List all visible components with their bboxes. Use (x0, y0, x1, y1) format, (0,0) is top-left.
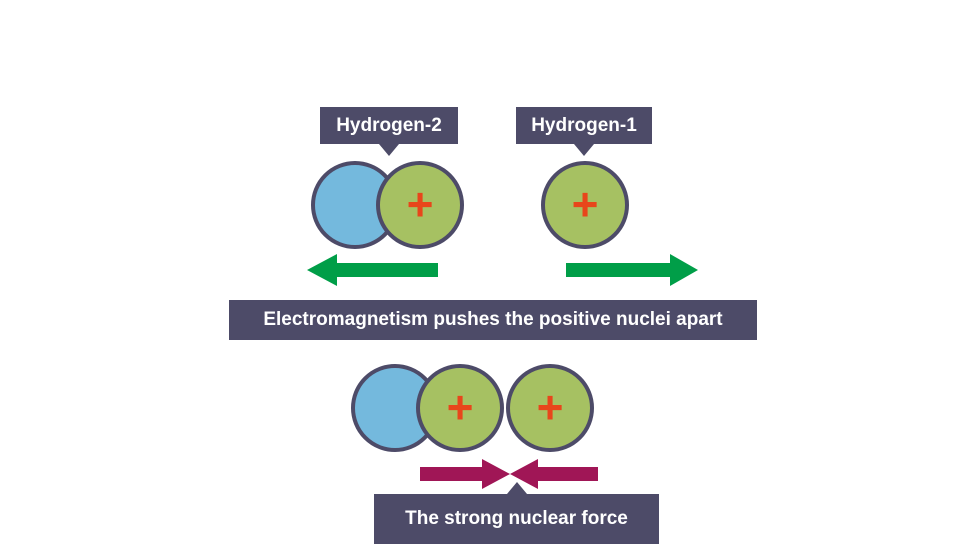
right-arrow (566, 254, 698, 286)
electromagnetism-caption: Electromagnetism pushes the positive nuc… (229, 300, 757, 340)
label-pointer (379, 144, 399, 156)
hydrogen-1-text: Hydrogen-1 (531, 114, 637, 136)
proton (376, 161, 464, 249)
inward-arrow-left (420, 459, 510, 489)
hydrogen-1-label: Hydrogen-1 (516, 107, 652, 156)
electromagnetism-text: Electromagnetism pushes the positive nuc… (263, 309, 723, 330)
proton-plus-sign: + (572, 178, 599, 230)
strong-force-caption: The strong nuclear force (374, 482, 659, 544)
fused-nucleus: + + (351, 364, 594, 452)
proton-plus-sign: + (447, 381, 474, 433)
proton (506, 364, 594, 452)
hydrogen-1-nucleus: + (541, 161, 629, 249)
left-arrow (307, 254, 438, 286)
label-pointer (506, 482, 527, 494)
strong-force-text: The strong nuclear force (405, 508, 628, 529)
inward-arrow-right (510, 459, 598, 489)
proton (541, 161, 629, 249)
hydrogen-2-text: Hydrogen-2 (336, 114, 442, 136)
hydrogen-2-label: Hydrogen-2 (320, 107, 458, 156)
proton-plus-sign: + (407, 178, 434, 230)
hydrogen-2-nucleus: + (311, 161, 464, 249)
proton-plus-sign: + (537, 381, 564, 433)
label-pointer (574, 144, 594, 156)
proton (416, 364, 504, 452)
